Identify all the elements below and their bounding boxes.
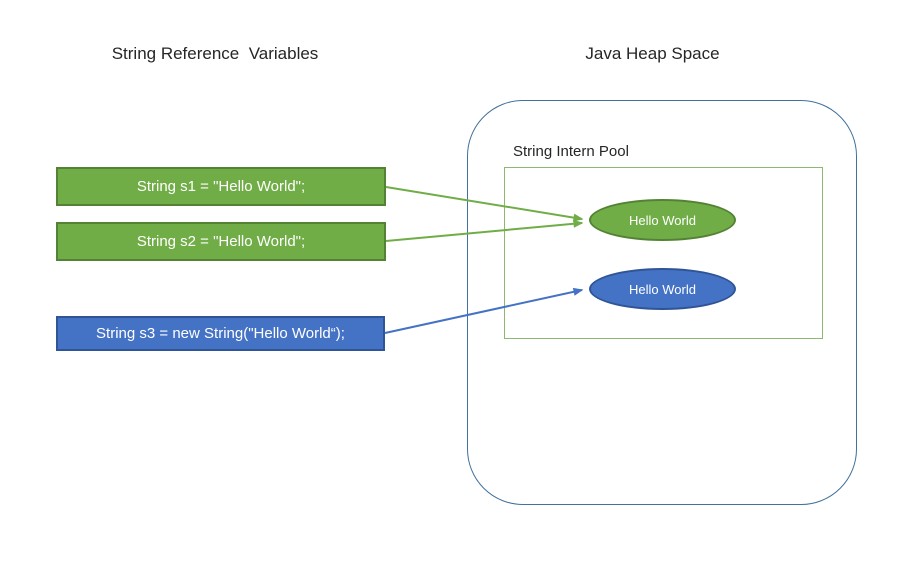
intern-pool-string-object: Hello World <box>589 199 736 241</box>
heap-string-object: Hello World <box>589 268 736 310</box>
variable-box-s3: String s3 = new String("Hello World“); <box>56 316 385 351</box>
variable-box-s1: String s1 = "Hello World"; <box>56 167 386 206</box>
variable-box-s2: String s2 = "Hello World"; <box>56 222 386 261</box>
string-intern-pool-container <box>504 167 823 339</box>
right-column-title: Java Heap Space <box>585 44 720 63</box>
string-intern-pool-label: String Intern Pool <box>513 143 629 160</box>
left-column-title: String Reference Variables <box>111 44 319 63</box>
